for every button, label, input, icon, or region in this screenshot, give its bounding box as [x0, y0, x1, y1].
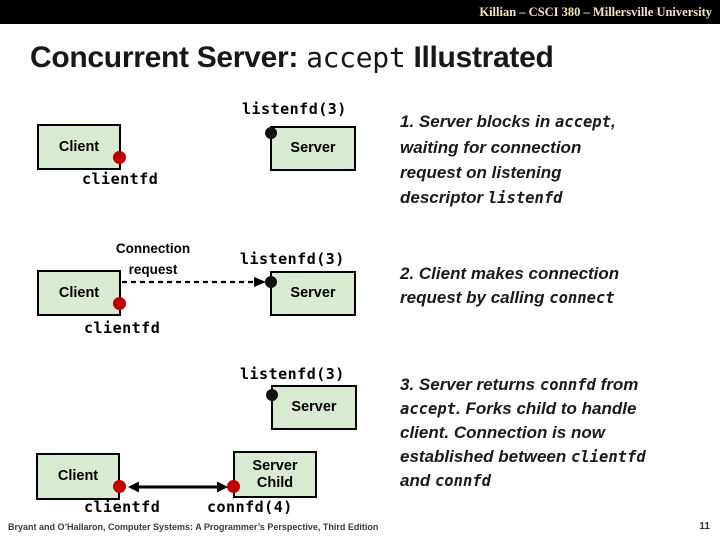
attribution-text: Bryant and O’Hallaron, Computer Systems:… [8, 522, 379, 532]
stage3-server-label: Server [291, 399, 337, 415]
course-banner-text: Killian – CSCI 380 – Millersville Univer… [479, 5, 712, 19]
title-code: accept [306, 41, 406, 74]
stage2-server-label: Server [290, 285, 336, 301]
title-suffix: Illustrated [405, 41, 554, 74]
stage3-listenfd-label: listenfd(3) [240, 365, 345, 383]
course-banner: Killian – CSCI 380 – Millersville Univer… [0, 0, 720, 24]
stage2-listenfd-label: listenfd(3) [240, 250, 345, 268]
stage1-clientfd-label: clientfd [82, 170, 159, 188]
stage2-server-box: Server [270, 271, 356, 316]
stage3-server-child-label: Server Child [252, 458, 297, 492]
connection-request-label: Connection request [100, 238, 206, 280]
stage1-client-box: Client [37, 124, 121, 170]
stage1-server-label: Server [290, 140, 336, 156]
stage3-server-child-box: Server Child [233, 451, 317, 498]
stage3-server-box: Server [271, 385, 357, 430]
page-title: Concurrent Server: accept Illustrated [30, 41, 554, 75]
stage3-server-child-line1: Server [252, 457, 298, 474]
stage1-clientfd-dot [113, 151, 126, 164]
stage2-clientfd-dot [113, 297, 126, 310]
connection-request-arrow [122, 277, 266, 287]
stage3-client-box: Client [36, 453, 120, 500]
title-prefix: Concurrent Server: [30, 41, 307, 74]
stage1-client-label: Client [58, 138, 100, 155]
stage1-server-box: Server [270, 126, 356, 171]
stage2-listenfd-dot [265, 276, 277, 288]
stage3-connfd-label: connfd(4) [207, 498, 293, 516]
stage3-listenfd-dot [266, 389, 278, 401]
established-connection-arrow [128, 481, 228, 493]
stage2-client-box: Client [37, 270, 121, 316]
stage1-listenfd-dot [265, 127, 277, 139]
stage3-clientfd-dot [113, 480, 126, 493]
stage3-connfd-dot [227, 480, 240, 493]
stage2-clientfd-label: clientfd [84, 319, 161, 337]
stage1-note: 1. Server blocks in accept,waiting for c… [400, 112, 616, 207]
connection-request-line2: request [128, 262, 178, 277]
stage1-listenfd-label: listenfd(3) [242, 100, 347, 118]
stage3-server-child-line2: Child [256, 474, 294, 491]
stage2-client-label: Client [58, 284, 100, 301]
connection-request-line1: Connection [115, 241, 191, 256]
stage3-clientfd-label: clientfd [84, 498, 161, 516]
stage3-client-label: Client [57, 468, 99, 484]
page-number: 11 [699, 521, 710, 532]
